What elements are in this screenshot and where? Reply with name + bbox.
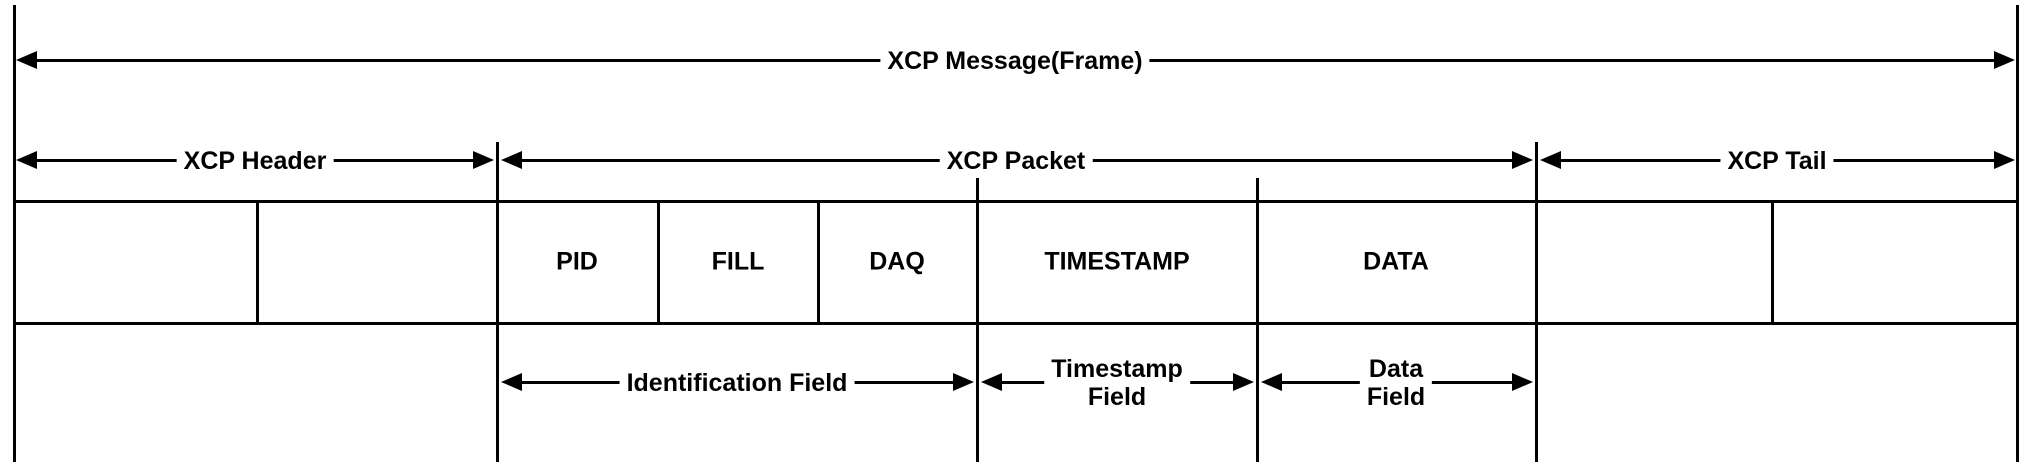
frame-right-border-line [2016,5,2019,462]
right-arrowhead-icon [1233,373,1254,391]
xcp-message-label: XCP Message(Frame) [880,47,1150,75]
table-top-border-line [13,200,2019,203]
cell-label-timestamp: TIMESTAMP [1044,247,1190,276]
right-arrowhead-icon [1512,151,1533,169]
pid-fill-divider-line [657,200,660,322]
tail-cell-divider-line [1771,200,1774,322]
table-bottom-border-line [13,322,2019,325]
header-packet-boundary-line [496,142,499,462]
daq-timestamp-boundary-line [976,178,979,462]
right-arrowhead-icon [1994,151,2015,169]
left-arrowhead-icon [981,373,1002,391]
left-arrowhead-icon [1261,373,1282,391]
xcp-tail-label: XCP Tail [1720,147,1834,175]
xcp-packet-label: XCP Packet [939,147,1093,175]
left-arrowhead-icon [501,373,522,391]
data-field-label-line2: Field [1366,383,1426,411]
cell-label-pid: PID [556,247,598,276]
packet-tail-boundary-line [1535,142,1538,462]
data-field-label: Data Field [1359,355,1433,411]
right-arrowhead-icon [473,151,494,169]
cell-label-fill: FILL [711,247,765,276]
right-arrowhead-icon [1994,51,2015,69]
left-arrowhead-icon [16,51,37,69]
timestamp-field-label-line1: Timestamp [1051,355,1183,383]
left-arrowhead-icon [16,151,37,169]
fill-daq-divider-line [817,200,820,322]
identification-field-label: Identification Field [619,369,855,397]
xcp-header-label: XCP Header [176,147,334,175]
cell-label-data: DATA [1363,247,1429,276]
timestamp-field-label: Timestamp Field [1044,355,1190,411]
header-cell-divider-line [256,200,259,322]
left-arrowhead-icon [501,151,522,169]
timestamp-data-boundary-line [1256,178,1259,462]
data-field-label-line1: Data [1368,355,1424,383]
left-arrowhead-icon [1540,151,1561,169]
frame-left-border-line [13,5,16,462]
timestamp-field-label-line2: Field [1087,383,1147,411]
right-arrowhead-icon [953,373,974,391]
right-arrowhead-icon [1512,373,1533,391]
cell-label-daq: DAQ [869,247,925,276]
